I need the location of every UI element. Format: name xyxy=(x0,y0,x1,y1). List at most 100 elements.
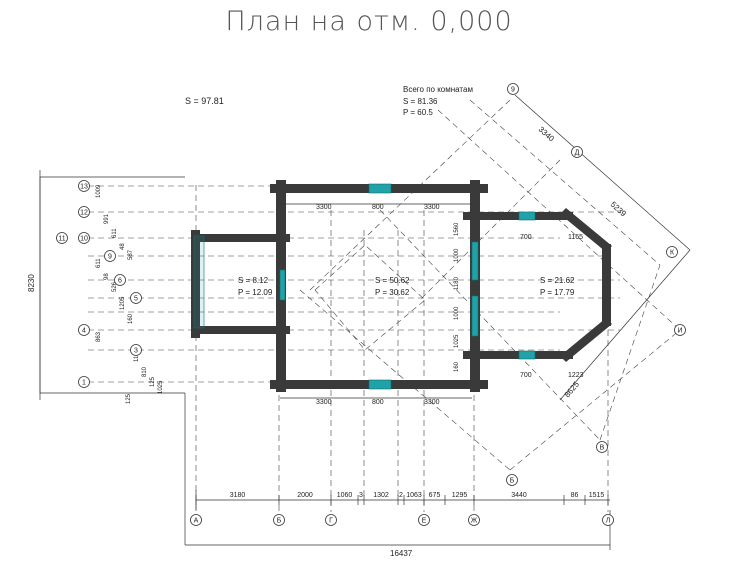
axis-bubble-left xyxy=(114,274,126,286)
hall-dim-label: 1560 xyxy=(454,222,460,236)
axis-bubble-diag xyxy=(506,474,518,486)
diag-dim-3: 8625 xyxy=(563,379,582,399)
hall-dim-label: 1000 xyxy=(454,306,460,320)
left-dim-label: 1205 xyxy=(120,296,126,310)
left-column-dims: 1009991611485876119852612051608631140810… xyxy=(96,184,164,404)
axis-bubble-left xyxy=(78,376,90,388)
room-1-perimeter: P = 12.09 xyxy=(238,288,273,297)
axis-bubble-diag-label: Д xyxy=(575,150,580,157)
axis-bubble-left-label: 6 xyxy=(118,278,122,285)
bottom-dim-label: 1295 xyxy=(452,492,468,499)
total-area-label: S = 97.81 xyxy=(185,96,224,106)
bottom-dim-label: 675 xyxy=(429,492,441,499)
axis-bubble-diag xyxy=(507,83,519,95)
left-dim-label: 125 xyxy=(126,393,132,404)
axis-bubble-bottom xyxy=(468,514,480,526)
axis-bubble-diag-label: И xyxy=(677,328,682,335)
axis-bubble-diag xyxy=(571,146,583,158)
axis-bubble-left xyxy=(104,250,116,262)
room-2-area: S = 50.62 xyxy=(375,276,410,285)
axis-bubble-left-label: 11 xyxy=(58,236,65,243)
left-dim-label: 526 xyxy=(112,281,118,292)
left-dim-label: 863 xyxy=(96,331,102,342)
left-dim-label: 1025 xyxy=(158,380,164,394)
axis-bubble-left xyxy=(78,206,90,218)
axis-bubble-left-label: 5 xyxy=(134,296,138,303)
axis-bubble-left-label: 4 xyxy=(82,328,86,335)
axis-bubble-left xyxy=(78,324,90,336)
apse-dim-2: 1165 xyxy=(568,234,583,241)
axis-bubble-left-label: 13 xyxy=(80,184,88,191)
left-dim-label: 98 xyxy=(104,273,110,280)
rooms-heading: Всего по комнатам xyxy=(403,85,473,94)
left-dim-label: 991 xyxy=(104,213,110,224)
left-dim-label: 48 xyxy=(120,243,126,250)
vestibule-walls xyxy=(191,230,290,338)
axis-bubble-bottom-label: Е xyxy=(422,518,427,525)
apse-dim-4: 1223 xyxy=(568,372,584,379)
axis-bubble-left xyxy=(130,344,142,356)
overall-height-dim: 8230 xyxy=(27,274,36,292)
axis-bubble-left-label: 10 xyxy=(80,236,88,243)
axis-bubble-diag xyxy=(596,441,608,453)
axis-bubble-diag-label: К xyxy=(670,250,675,257)
bottom-dim-label: 1060 xyxy=(337,492,353,499)
top-dim-3: 3300 xyxy=(424,204,440,211)
axis-bubble-left xyxy=(78,180,90,192)
hall-dim-label: 1180 xyxy=(454,276,460,290)
plan-title: План на отм. 0,000 xyxy=(225,6,513,37)
axis-bubble-left-label: 1 xyxy=(82,380,86,387)
bottom-dim-label: 2 xyxy=(399,492,403,499)
top-dim-1: 3300 xyxy=(316,204,332,211)
horizontal-axis-lines xyxy=(88,185,620,383)
axis-bubble-bottom-label: Г xyxy=(329,518,333,525)
axis-bubble-diag-label: Б xyxy=(510,478,515,485)
apse-dim-1: 700 xyxy=(520,234,532,241)
rooms-total-perimeter: P = 60.5 xyxy=(403,108,433,117)
diagonal-axis-lines xyxy=(299,99,681,471)
room-3-perimeter: P = 17.79 xyxy=(540,288,575,297)
axis-bubble-bottom-label: Ж xyxy=(471,518,478,525)
left-dim-label: 587 xyxy=(128,249,134,260)
lower-dim-3: 3300 xyxy=(424,399,440,406)
axis-bubble-diag xyxy=(666,246,678,258)
apse-walls xyxy=(463,208,612,362)
axis-bubble-bottom xyxy=(190,514,202,526)
lower-dim-2: 800 xyxy=(372,399,384,406)
room-1-area: S = 8.12 xyxy=(238,276,269,285)
axis-bubble-bottom xyxy=(273,514,285,526)
axis-bubble-diag xyxy=(674,324,686,336)
axis-bubble-left xyxy=(78,232,90,244)
hall-dim-label: 1000 xyxy=(454,248,460,262)
axis-bubble-left-label: 9 xyxy=(108,254,112,261)
axis-bubble-diag-label: В xyxy=(600,445,605,452)
diag-dim-1: 3340 xyxy=(537,125,557,144)
bottom-dim-label: 3180 xyxy=(230,492,246,499)
axis-bubble-bottom xyxy=(418,514,430,526)
hall-right-dims: 1560 1000 1180 1000 1025 160 xyxy=(454,222,460,372)
axis-bubble-bottom-label: Б xyxy=(277,518,282,525)
room-2-perimeter: P = 30.62 xyxy=(375,288,410,297)
bottom-dim-label: 1302 xyxy=(373,492,389,499)
left-dim-label: 160 xyxy=(128,313,134,324)
left-dim-label: 125 xyxy=(150,376,156,387)
bottom-dim-label: 3440 xyxy=(511,492,527,499)
rooms-total-area: S = 81.36 xyxy=(403,97,438,106)
axis-bubble-bottom-label: А xyxy=(194,518,199,525)
axis-bubble-bottom xyxy=(602,514,614,526)
axis-bubble-left xyxy=(130,292,142,304)
diag-dim-2: 5239 xyxy=(609,200,629,219)
bottom-dim-label: 1063 xyxy=(406,492,422,499)
lower-dim-1: 3300 xyxy=(316,399,332,406)
hall-dim-label: 1025 xyxy=(454,334,460,348)
bottom-dim-label: 3 xyxy=(359,492,363,499)
hall-dim-label: 160 xyxy=(454,361,460,372)
diagonal-dimension-lines xyxy=(514,94,691,401)
axis-bubble-diag-label: 9 xyxy=(511,87,515,94)
room-3-area: S = 21.62 xyxy=(540,276,575,285)
top-dim-2: 800 xyxy=(372,204,384,211)
axis-bubble-bottom xyxy=(325,514,337,526)
